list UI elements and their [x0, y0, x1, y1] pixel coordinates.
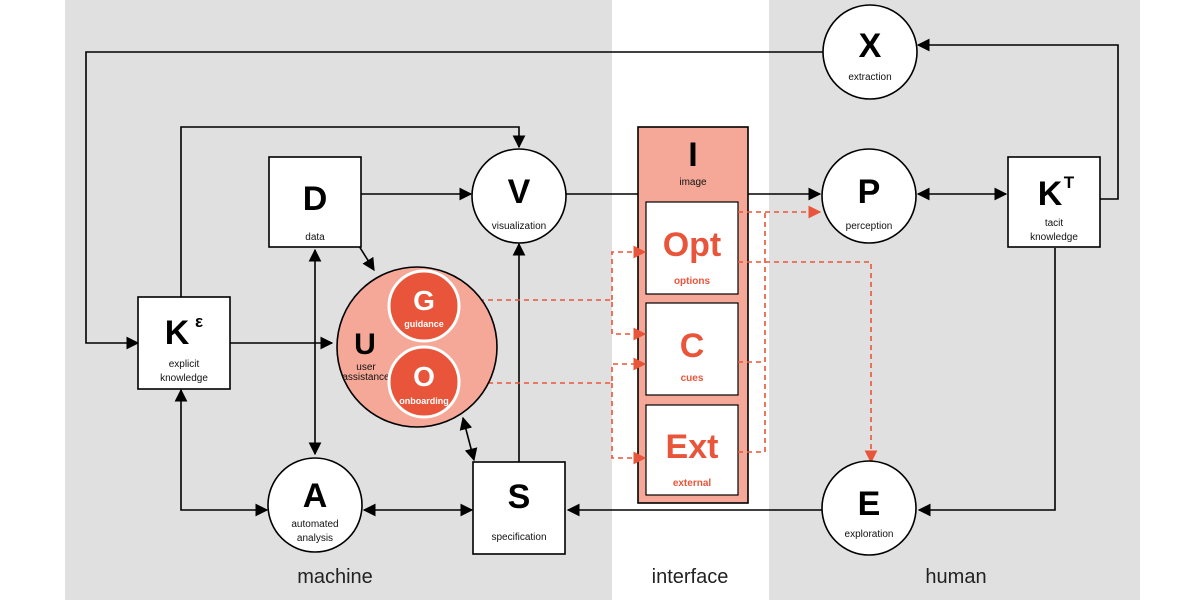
onboarding-node: [387, 345, 461, 419]
edge-x-to-kexplicit: [85, 51, 824, 350]
user-assistance-label-1: user: [356, 362, 376, 373]
data-label: data: [305, 232, 325, 243]
exploration-node: [821, 460, 917, 556]
user-assistance-label-2: assistance: [342, 372, 390, 383]
cues-letter: C: [680, 327, 705, 365]
edge-g-to-options: [611, 245, 647, 300]
guidance-node: [387, 269, 461, 343]
extraction-label: extraction: [848, 72, 891, 83]
specification-label: specification: [491, 532, 546, 543]
extraction-letter: X: [859, 27, 882, 65]
image-letter: I: [688, 136, 697, 174]
explicit-knowledge-superscript: ε: [195, 312, 203, 331]
perception-label: perception: [846, 221, 893, 232]
region-label-machine: machine: [297, 566, 373, 588]
edge-u-s: [459, 416, 478, 462]
extraction-node: [822, 4, 918, 100]
edge-d-to-u: [358, 245, 375, 272]
options-box: [645, 201, 739, 295]
cues-label: cues: [681, 373, 704, 384]
data-node: [268, 156, 362, 248]
onboarding-label: onboarding: [399, 396, 449, 406]
exploration-letter: E: [858, 485, 881, 523]
visualization-letter: V: [508, 173, 531, 211]
tacit-knowledge-letter: K: [1038, 175, 1063, 213]
automated-analysis-label-2: analysis: [297, 533, 333, 544]
edge-ext-to-p: [738, 362, 766, 453]
visualization-node: [471, 148, 567, 244]
visualization-label: visualization: [492, 221, 546, 232]
perception-node: [821, 148, 917, 244]
edge-o-to-external: [611, 383, 647, 465]
explicit-knowledge-node: [137, 296, 231, 390]
guidance-letter: G: [413, 285, 435, 316]
specification-letter: S: [508, 478, 531, 516]
options-letter: Opt: [663, 226, 722, 264]
perception-letter: P: [858, 173, 881, 211]
automated-analysis-letter: A: [303, 477, 328, 515]
edge-g-to-cues: [461, 299, 647, 341]
edge-kexplicit-a: [174, 388, 269, 517]
data-letter: D: [303, 180, 328, 218]
external-letter: Ext: [666, 428, 719, 466]
tacit-knowledge-label-2: knowledge: [1030, 232, 1078, 243]
exploration-label: exploration: [845, 529, 894, 540]
guidance-label: guidance: [404, 319, 444, 329]
explicit-knowledge-letter: K: [165, 314, 190, 352]
specification-node: [472, 461, 566, 555]
tacit-knowledge-superscript: T: [1064, 173, 1075, 192]
tacit-knowledge-label-1: tacit: [1045, 218, 1064, 229]
image-label: image: [679, 177, 707, 188]
cues-box: [645, 302, 739, 396]
external-label: external: [673, 478, 712, 489]
user-assistance-letter: U: [354, 328, 376, 361]
edge-o-to-cues: [461, 357, 647, 384]
edge-ktacit-to-e: [917, 248, 1056, 517]
external-box: [645, 404, 739, 496]
options-label: options: [674, 276, 711, 287]
automated-analysis-label-1: automated: [291, 519, 338, 530]
edge-ktacit-to-x: [916, 38, 1119, 200]
region-label-human: human: [925, 566, 986, 588]
automated-analysis-node: [267, 457, 363, 553]
explicit-knowledge-label-1: explicit: [169, 359, 200, 370]
explicit-knowledge-label-2: knowledge: [160, 373, 208, 384]
edge-kexplicit-to-v: [180, 126, 526, 297]
region-label-interface: interface: [652, 566, 729, 588]
tacit-knowledge-node: [1007, 156, 1101, 248]
onboarding-letter: O: [413, 361, 435, 392]
